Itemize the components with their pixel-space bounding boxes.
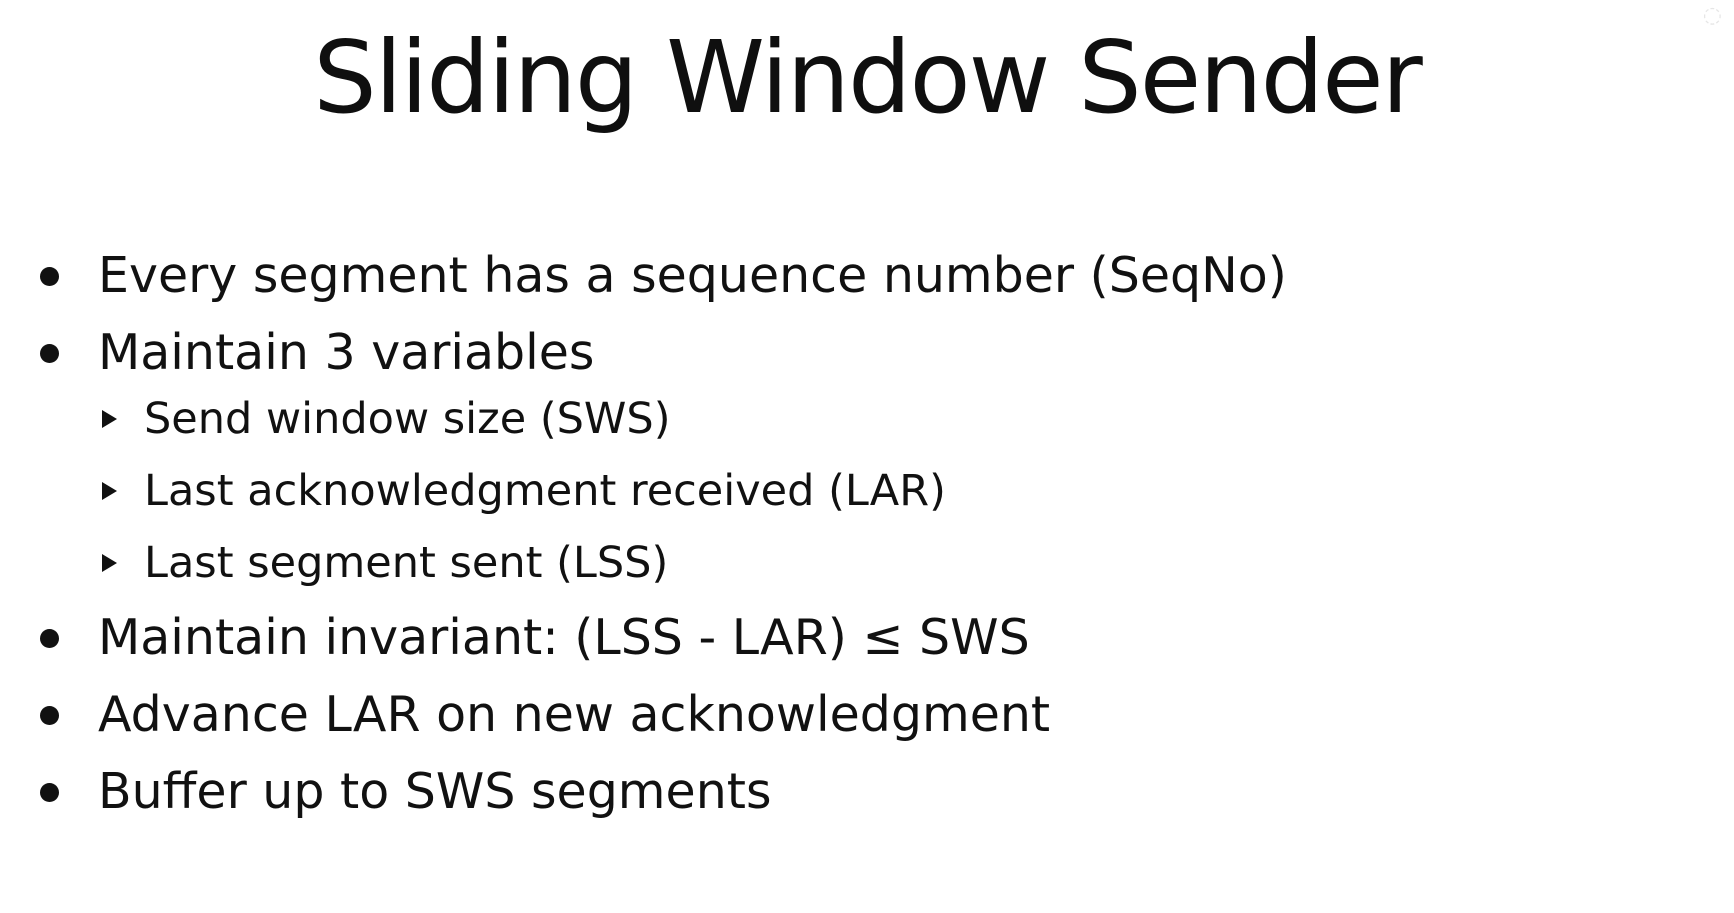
- sub-bullet-item-lss: Last segment sent (LSS): [98, 537, 1287, 589]
- sub-bullet-text: Last acknowledgment received (LAR): [144, 466, 946, 516]
- triangle-bullet-icon: [102, 410, 117, 428]
- bullet-icon: [40, 267, 59, 286]
- bullet-text: Advance LAR on new acknowledgment: [98, 686, 1051, 743]
- triangle-bullet-icon: [102, 554, 117, 572]
- slide-title: Sliding Window Sender: [313, 19, 1423, 136]
- bullet-icon: [40, 783, 59, 802]
- bullet-icon: [40, 629, 59, 648]
- bullet-item-invariant: Maintain invariant: (LSS - LAR) ≤ SWS: [38, 610, 1287, 666]
- bullet-text: Maintain invariant: (LSS - LAR) ≤ SWS: [98, 609, 1030, 666]
- bullet-icon: [40, 706, 59, 725]
- bullet-item-advance-lar: Advance LAR on new acknowledgment: [38, 687, 1287, 743]
- bullet-text: Maintain 3 variables: [98, 324, 595, 381]
- sub-bullet-text: Last segment sent (LSS): [144, 538, 669, 588]
- bullet-icon: [40, 344, 59, 363]
- sub-bullet-text: Send window size (SWS): [144, 394, 671, 444]
- bullet-list: Every segment has a sequence number (Seq…: [38, 248, 1287, 841]
- watermark-icon: ◌: [1702, 3, 1722, 28]
- bullet-item-maintain-variables: Maintain 3 variables Send window size (S…: [38, 325, 1287, 589]
- sub-bullet-item-sws: Send window size (SWS): [98, 393, 1287, 445]
- triangle-bullet-icon: [102, 482, 117, 500]
- bullet-text: Every segment has a sequence number (Seq…: [98, 247, 1287, 304]
- bullet-item-buffer: Buffer up to SWS segments: [38, 764, 1287, 820]
- bullet-item-sequence-number: Every segment has a sequence number (Seq…: [38, 248, 1287, 304]
- bullet-text: Buffer up to SWS segments: [98, 763, 772, 820]
- sub-bullet-item-lar: Last acknowledgment received (LAR): [98, 465, 1287, 517]
- sub-bullet-list: Send window size (SWS) Last acknowledgme…: [98, 393, 1287, 589]
